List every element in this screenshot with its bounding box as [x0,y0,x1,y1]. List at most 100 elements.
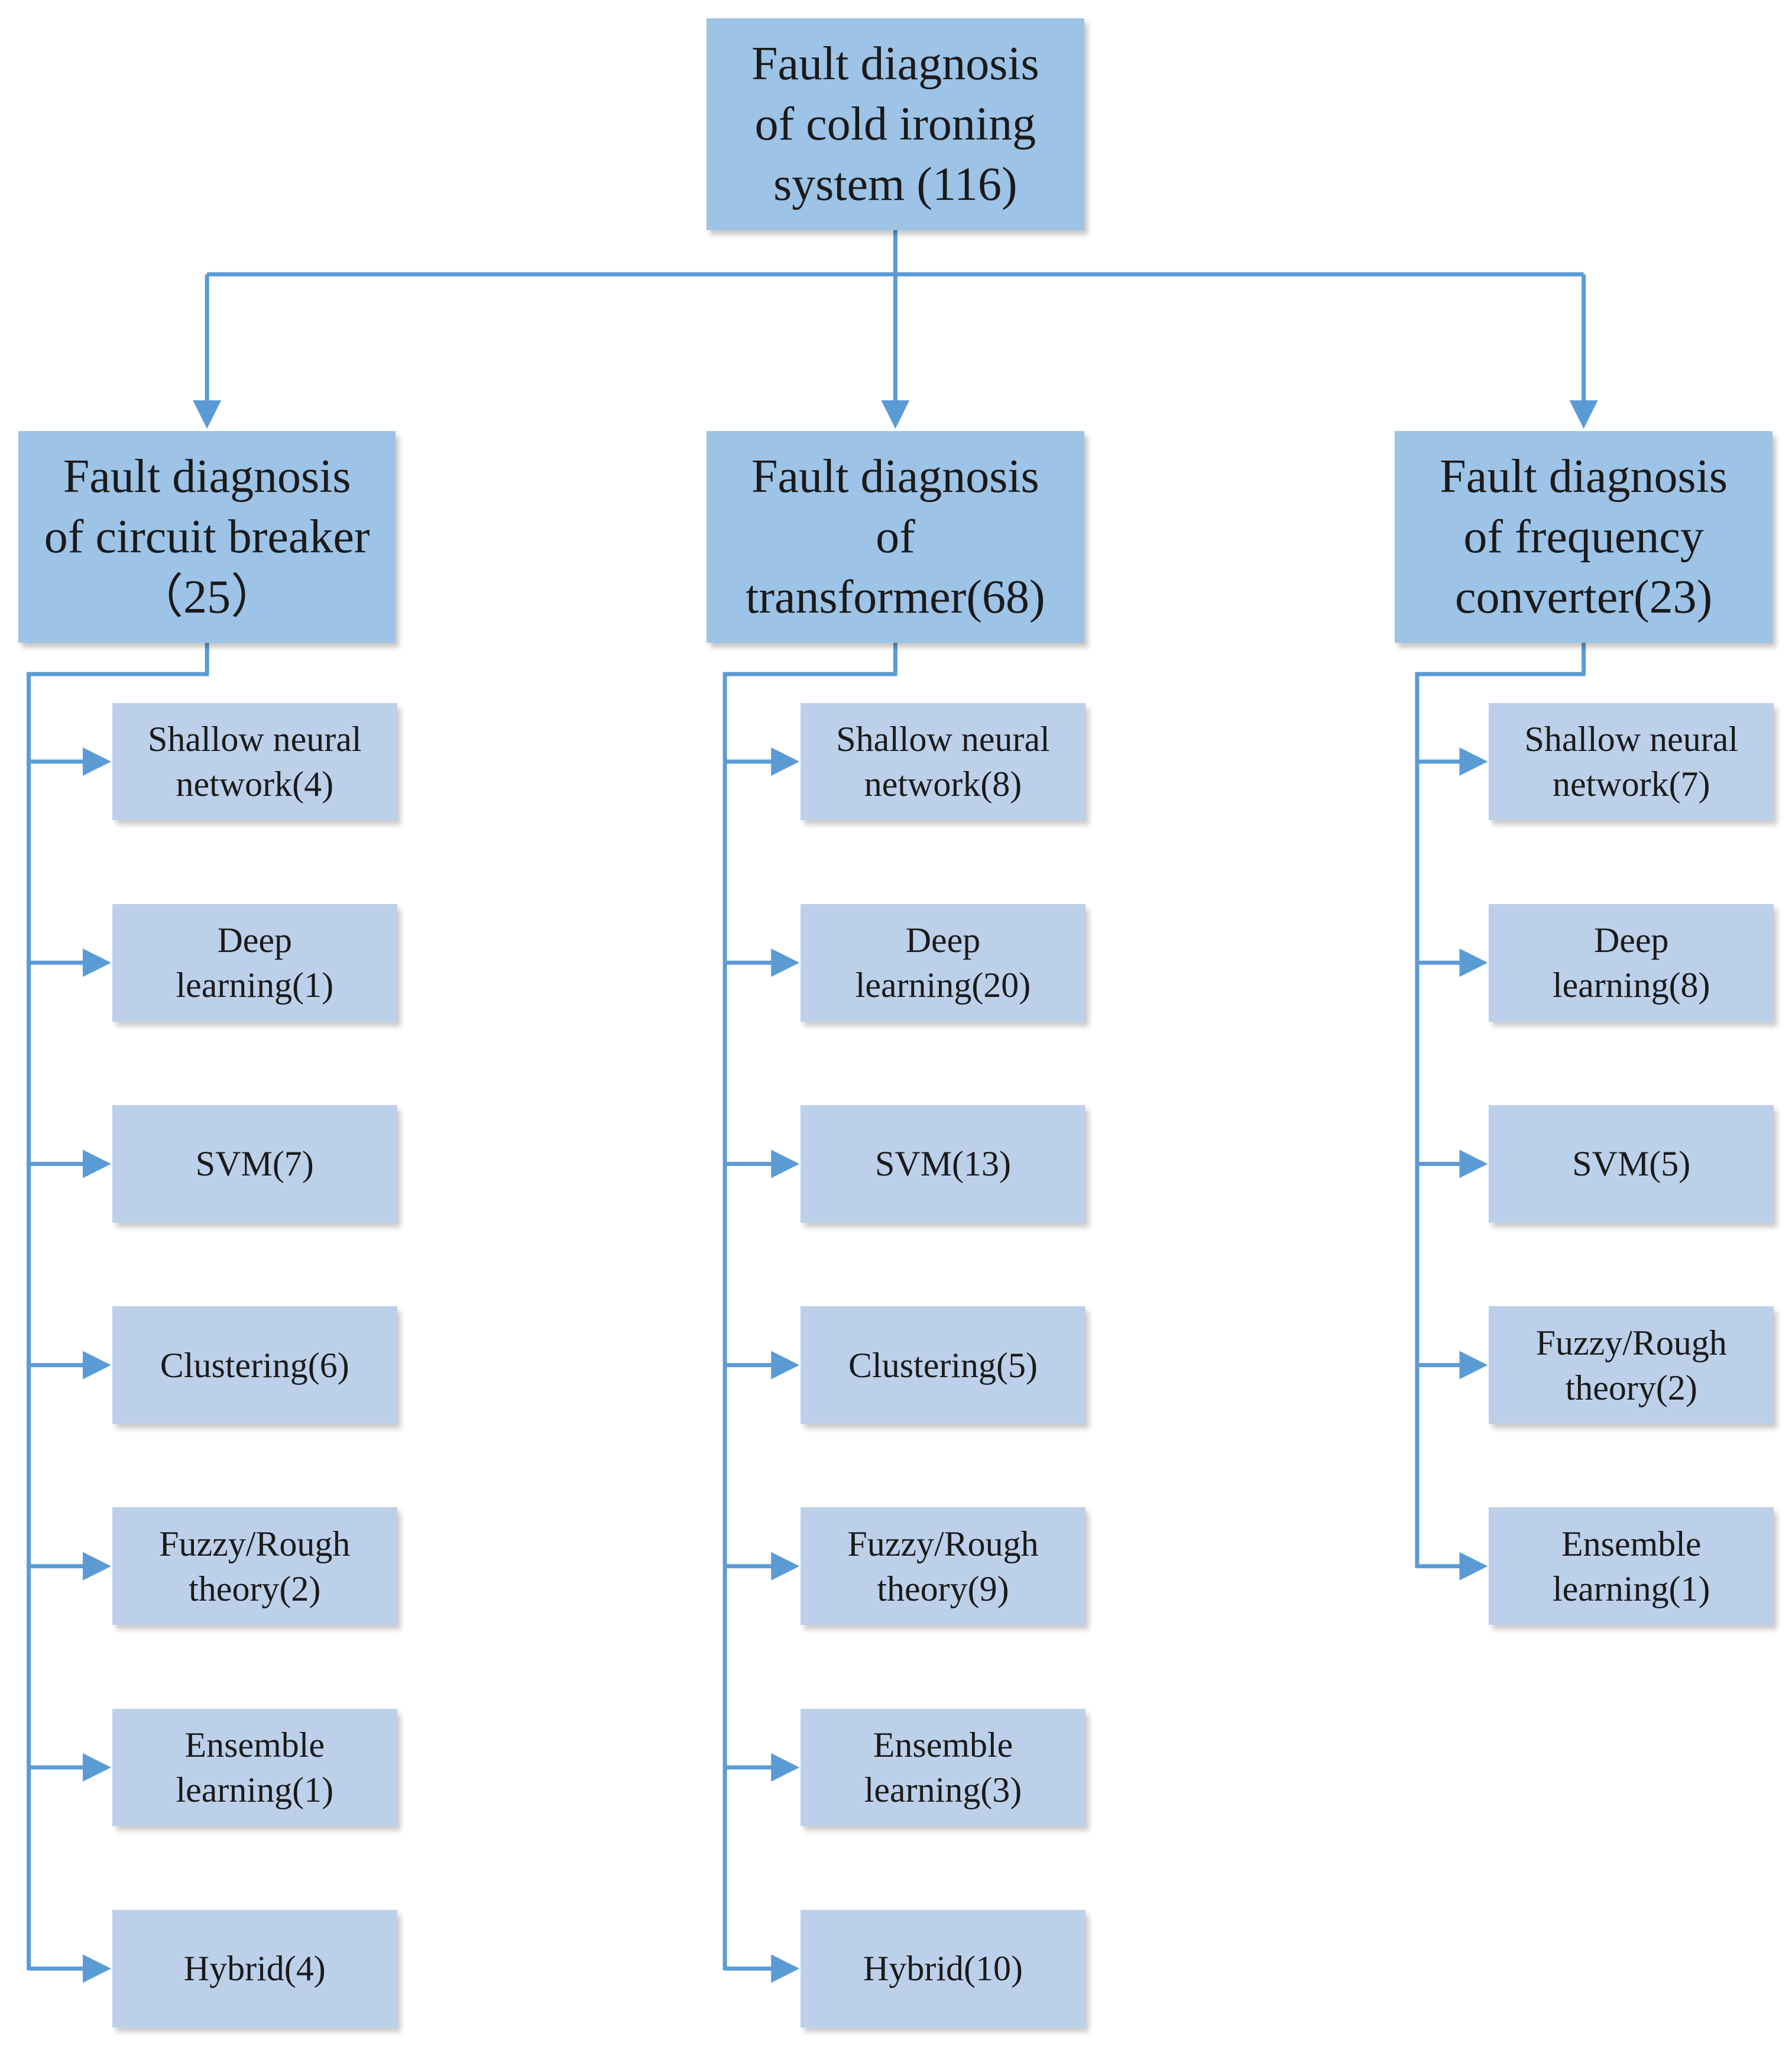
method-node-line: Shallow neural [147,719,362,759]
method-node-text: Ensemble learning(1) [176,1722,334,1812]
method-arrow-head [1459,948,1488,977]
method-node-line: Ensemble [1561,1524,1702,1563]
method-node: Deep learning(1) [112,904,397,1022]
method-node-text: Deep learning(1) [176,918,334,1008]
method-node-line: network(7) [1552,764,1710,804]
method-node-line: learning(1) [176,1770,334,1810]
method-arrow-head [82,1753,111,1782]
method-arrow-head [82,1954,111,1983]
method-node-line: Clustering(5) [848,1345,1038,1385]
method-node-line: network(8) [864,764,1022,804]
category-node-line: converter(23) [1454,571,1713,623]
category-node-line: of circuit breaker [44,510,370,563]
category-node-line: Fault diagnosis [751,450,1039,503]
method-node-line: Fuzzy/Rough [847,1524,1039,1563]
method-node-line: theory(2) [189,1569,321,1608]
method-node: Fuzzy/Rough theory(2) [112,1507,397,1625]
method-node-line: Deep [1593,921,1669,960]
method-node-text: Shallow neural network(8) [836,717,1050,807]
method-arrow-head [771,1149,800,1178]
root-node: Fault diagnosis of cold ironing system (11… [707,18,1084,230]
method-arrow-head [771,747,800,776]
method-node-line: Hybrid(4) [183,1949,326,1989]
method-node-text: Hybrid(10) [863,1946,1023,1991]
method-node: Shallow neural network(4) [112,702,397,821]
method-node-text: Deep learning(20) [856,918,1031,1008]
category-node-line: transformer(68) [746,571,1045,623]
category-node-text: Fault diagnosis of transformer(68) [746,446,1045,627]
method-node-text: Ensemble learning(1) [1553,1521,1710,1611]
method-node-text: Hybrid(4) [184,1946,326,1991]
method-arrow-head [82,1552,111,1581]
method-node: SVM(13) [801,1105,1085,1223]
method-node-line: learning(1) [1552,1569,1710,1608]
method-arrow-head [1459,747,1488,776]
root-node-line: of cold ironing [754,98,1036,150]
category-arrow-head [881,400,910,429]
method-arrow-head [1459,1351,1488,1380]
method-node-line: SVM(7) [195,1144,314,1184]
root-node-text: Fault diagnosis of cold ironing system (11… [751,34,1039,215]
method-node-line: Clustering(6) [160,1345,349,1385]
method-node-line: learning(8) [1552,966,1710,1005]
method-node: SVM(7) [112,1105,397,1223]
method-arrow-head [771,1954,800,1983]
method-node: SVM(5) [1489,1105,1774,1223]
method-node-text: Shallow neural network(4) [148,717,362,807]
method-arrow-head [82,1149,111,1178]
method-node-line: network(4) [176,764,334,804]
method-node-text: SVM(7) [196,1141,314,1186]
method-arrow-head [771,1552,800,1581]
method-node-text: Deep learning(8) [1553,918,1710,1008]
method-node: Deep learning(20) [801,904,1085,1022]
method-node-text: Fuzzy/Rough theory(2) [159,1521,350,1611]
method-arrow-head [82,747,111,776]
method-node: Hybrid(10) [801,1909,1085,2028]
method-node-line: SVM(13) [875,1144,1012,1184]
method-node-line: Deep [217,921,293,960]
method-node-line: learning(3) [864,1770,1022,1810]
method-node-text: SVM(5) [1572,1141,1690,1186]
method-node-text: Clustering(5) [848,1343,1038,1388]
method-node-line: learning(1) [176,966,334,1005]
method-node-text: SVM(13) [875,1141,1011,1186]
method-arrow-head [82,1351,111,1380]
method-arrow-head [771,1351,800,1380]
method-arrow-head [771,948,800,977]
category-node-line: of frequency [1463,510,1704,563]
method-node: Clustering(5) [801,1306,1085,1424]
method-arrow-head [1459,1149,1488,1178]
method-node-line: Shallow neural [836,719,1050,759]
method-node-line: SVM(5) [1572,1144,1691,1184]
method-node-line: Deep [905,921,981,960]
method-node: Ensemble learning(1) [112,1708,397,1827]
method-node: Shallow neural network(8) [801,702,1085,821]
method-node-text: Clustering(6) [160,1343,349,1388]
method-arrow-head [771,1753,800,1782]
method-node-line: Fuzzy/Rough [159,1524,351,1563]
category-node-line: of [876,510,915,563]
method-node: Clustering(6) [112,1306,397,1424]
method-node-line: Ensemble [184,1725,325,1765]
category-arrow-head [193,400,222,429]
method-node-line: theory(2) [1565,1368,1697,1407]
method-node: Hybrid(4) [112,1909,397,2028]
root-node-line: system (116) [773,158,1017,211]
category-node: Fault diagnosis of transformer(68) [707,431,1084,643]
method-node-line: Hybrid(10) [863,1949,1023,1989]
method-arrow-head [1459,1552,1488,1581]
method-node-line: learning(20) [855,966,1031,1005]
root-node-line: Fault diagnosis [751,37,1039,90]
method-node: Deep learning(8) [1489,904,1774,1022]
